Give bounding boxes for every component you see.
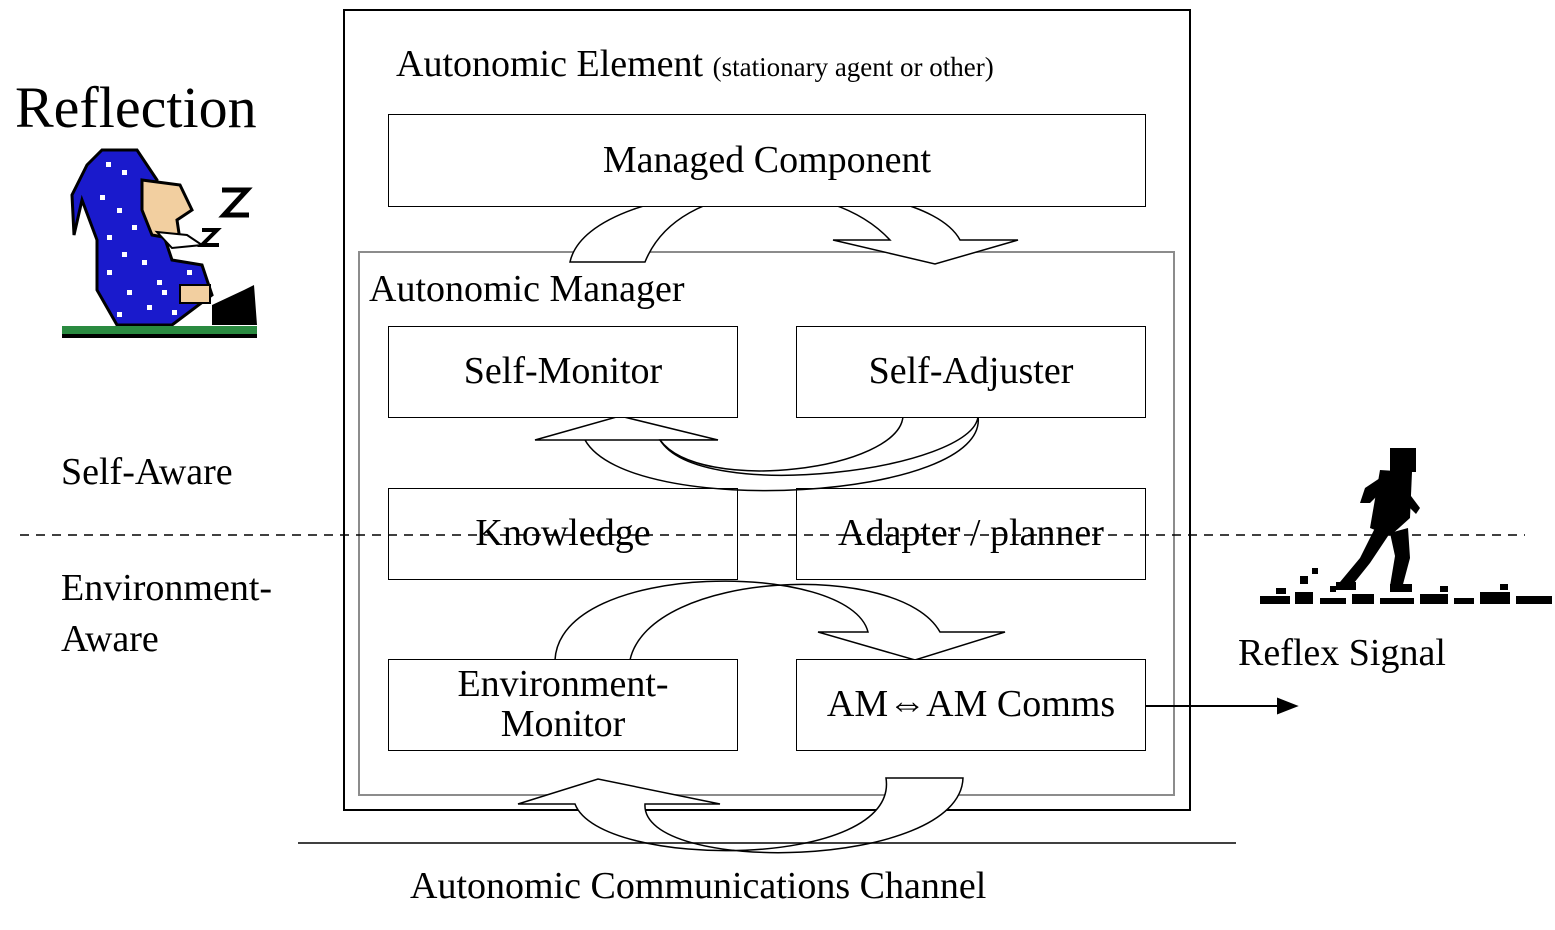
managed-component-label: Managed Component [602,138,932,181]
running-man-icon [1260,448,1552,604]
knowledge-label: Knowledge [475,512,651,555]
environment-monitor-box: Environment- Monitor [388,659,738,751]
environment-monitor-label-line2: Monitor [500,703,626,745]
autonomic-element-frame [343,9,1191,811]
loop-arrow-bottom [517,777,964,854]
am-comms-label: AM⇔AM Comms [826,683,1116,726]
autonomic-element-subtitle: (stationary agent or other) [712,52,994,82]
self-adjuster-box: Self-Adjuster [796,326,1146,418]
knowledge-box: Knowledge [388,488,738,580]
loop-arrow-lower [554,580,1006,661]
autonomic-element-title: Autonomic Element (stationary agent or o… [396,42,994,86]
autonomic-manager-frame [358,251,1175,796]
sleeping-wizard-icon [62,148,257,338]
channel-label: Autonomic Communications Channel [410,865,987,907]
self-monitor-label: Self-Monitor [463,350,663,393]
managed-component-box: Managed Component [388,114,1146,207]
loop-arrow-middle [534,415,979,492]
self-monitor-box: Self-Monitor [388,326,738,418]
page-title: Reflection [15,75,257,140]
reflex-signal-label: Reflex Signal [1238,632,1446,674]
environment-aware-label-line2: Aware [61,618,159,660]
self-aware-label: Self-Aware [61,451,233,493]
autonomic-manager-title: Autonomic Manager [369,268,685,310]
adapter-planner-label: Adapter / planner [838,512,1104,555]
adapter-planner-box: Adapter / planner [796,488,1146,580]
environment-aware-label-line1: Environment- [61,567,273,609]
environment-monitor-label-line1: Environment- [457,663,669,706]
self-adjuster-label: Self-Adjuster [868,350,1074,393]
am-comms-box: AM⇔AM Comms [796,659,1146,751]
autonomic-element-label: Autonomic Element [396,43,704,85]
